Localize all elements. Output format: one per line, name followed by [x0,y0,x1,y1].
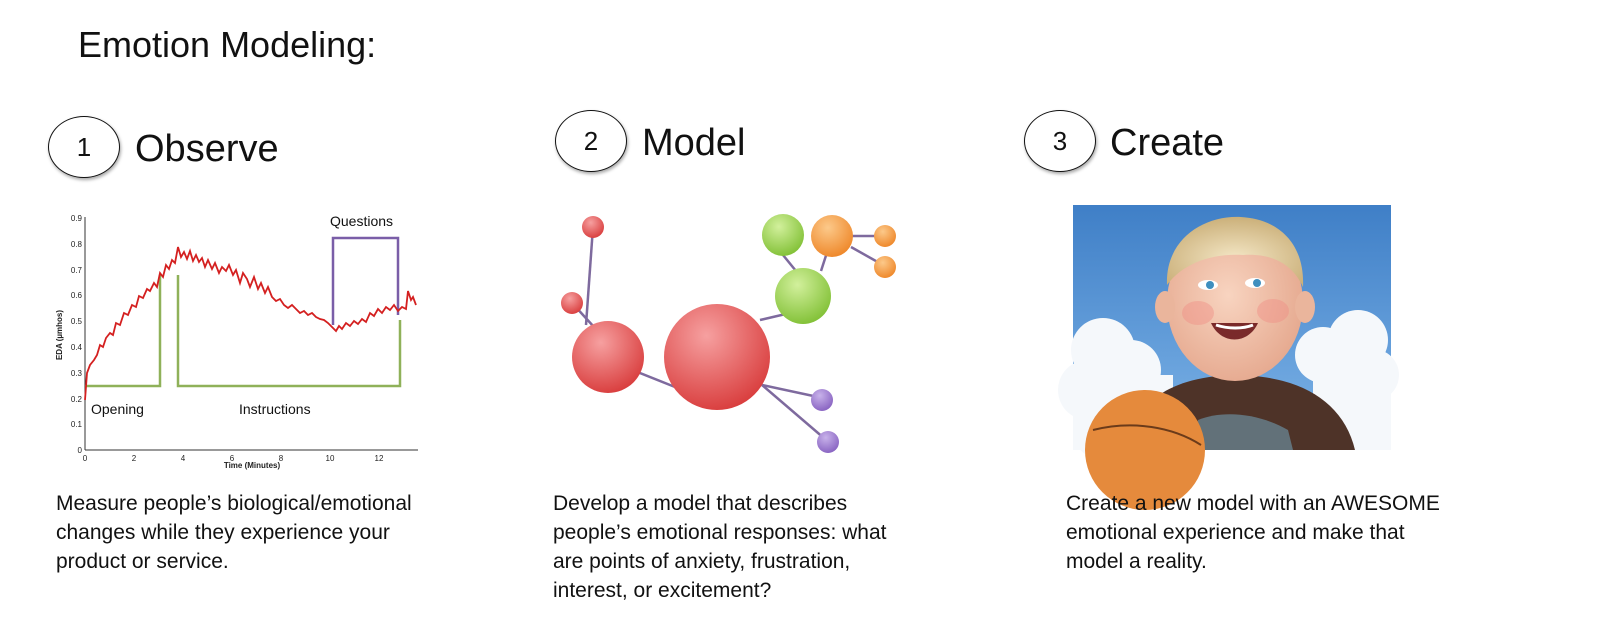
eda-y-tick: 0.5 [71,317,83,326]
step-1-label: Observe [135,128,279,170]
eda-x-axis-title: Time (Minutes) [224,461,281,470]
eda-x-tick: 2 [132,454,137,463]
model-node-red-small [582,216,604,238]
step-1-number-badge: 1 [48,116,120,178]
eda-opening-phase-line [85,275,162,388]
eda-chart: 0 0.1 0.2 0.3 0.4 0.5 0.6 0.7 0.8 0.9 0 … [55,213,418,470]
eda-x-tick: 6 [230,454,235,463]
model-edge [761,383,819,399]
eda-y-tick: 0.4 [71,343,83,352]
eda-y-axis-title: EDA (µmhos) [55,310,64,360]
eda-signal-line [84,246,417,401]
step-2-label: Model [642,122,746,164]
eda-y-tick: 0.8 [71,240,83,249]
step-1-description: Measure people’s biological/emotional ch… [56,492,412,573]
model-edge [584,226,595,326]
eda-y-tick: 0.9 [71,214,83,223]
model-node-purple-small [811,389,833,411]
eda-x-tick: 12 [375,454,384,463]
model-node-orange-medium [811,215,853,257]
model-node-green-small [762,214,804,256]
model-edge [634,369,676,389]
step-3-number-badge: 3 [1024,110,1096,172]
step-3-number: 3 [1052,125,1068,156]
eda-questions-phase-line [331,236,400,325]
step-3-label: Create [1110,122,1225,164]
baby-photo [1058,205,1399,510]
eda-y-tick: 0.7 [71,266,83,275]
eda-y-tick: 0.3 [71,369,83,378]
eda-phase-label-instructions: Instructions [239,401,311,417]
model-edge [782,254,797,272]
eda-instructions-phase-line [176,275,402,388]
photo-basketball [1085,390,1205,510]
step-2-number: 2 [583,125,599,156]
model-node-green-medium [775,268,831,324]
eda-x-tick: 10 [326,454,335,463]
step-1-number: 1 [76,131,92,162]
photo-face [1167,225,1303,381]
step-2-description: Develop a model that describes people’s … [553,492,887,602]
eda-y-tick: 0.2 [71,395,83,404]
eda-phase-label-questions: Questions [330,213,393,229]
eda-y-tick: 0.6 [71,291,83,300]
photo-hair [1166,216,1304,287]
model-node-red-large [664,304,770,410]
eda-y-tick: 0.1 [71,420,83,429]
eda-y-tick: 0 [78,446,83,455]
eda-x-tick: 0 [83,454,88,463]
model-node-red-small [561,292,583,314]
step-2-number-badge: 2 [555,110,627,172]
eda-x-tick: 4 [181,454,186,463]
eda-phase-label-opening: Opening [91,401,144,417]
page-title: Emotion Modeling: [78,24,377,65]
model-node-red-medium [572,321,644,393]
step-3-description: Create a new model with an AWESOME emoti… [1066,492,1440,573]
model-node-orange-small [874,256,896,278]
emotion-model-graph [561,214,896,453]
model-node-purple-small [817,431,839,453]
model-node-orange-small [874,225,896,247]
eda-x-tick: 8 [279,454,284,463]
model-edge [761,384,826,440]
